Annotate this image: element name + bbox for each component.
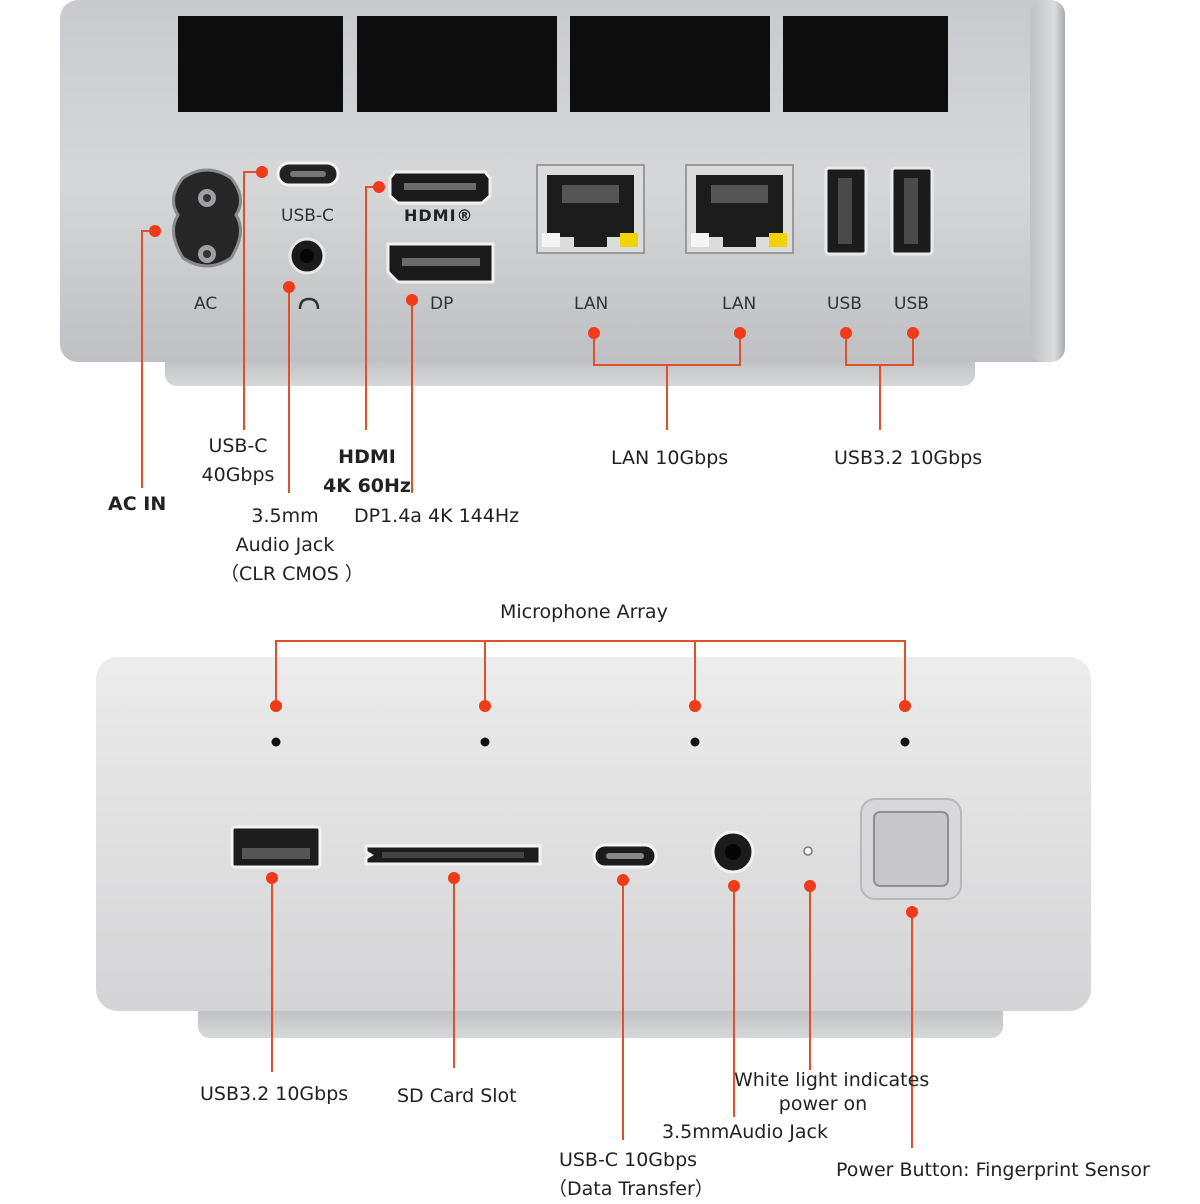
microphone-array-callout: Microphone Array — [500, 601, 668, 623]
front-panel — [96, 657, 1091, 1038]
lan-port-2-icon — [685, 164, 794, 254]
vent-4 — [783, 16, 948, 112]
lan-port-2-label: LAN — [722, 294, 757, 314]
lan-10gbps-callout: LAN 10Gbps — [611, 447, 729, 469]
usb-a-port-2-icon — [890, 166, 934, 256]
lan-port-1-label: LAN — [574, 294, 609, 314]
front-usb-a-icon — [230, 825, 322, 869]
rear-callout-dots — [149, 166, 919, 339]
lan-port-1-icon — [536, 164, 645, 254]
ventilation-grille — [178, 16, 948, 112]
sd-card-slot-icon — [364, 844, 542, 866]
rear-callout-lines — [141, 171, 914, 493]
front-chassis — [96, 657, 1091, 1011]
front-callout-lines — [271, 640, 913, 1148]
ac-in-callout: AC IN — [108, 493, 167, 515]
usb32-rear-callout: USB3.2 10Gbps — [834, 447, 983, 469]
front-callout-dots — [266, 700, 918, 918]
usb-port-1-label: USB — [827, 294, 862, 314]
ac-inlet-icon — [172, 168, 242, 268]
usb32-front-callout: USB3.2 10Gbps — [200, 1083, 349, 1105]
sd-card-slot-callout: SD Card Slot — [397, 1085, 517, 1107]
usb-c-40gbps-callout: USB-C 40Gbps — [201, 435, 275, 486]
hdmi-callout: HDMI 4K 60Hz — [323, 446, 411, 497]
audio-jack-callout: 3.5mm Audio Jack （CLR CMOS ） — [220, 505, 364, 585]
hdmi-logo-label: HDMI® — [404, 206, 474, 225]
fingerprint-power-button-icon — [860, 798, 962, 900]
rear-chassis-edge — [1030, 0, 1065, 362]
dp-port-label: DP — [430, 294, 454, 314]
usb-port-2-label: USB — [894, 294, 929, 314]
dp-callout: DP1.4a 4K 144Hz — [354, 505, 520, 527]
vent-2 — [357, 16, 557, 112]
rear-usb-c-port-label: USB-C — [281, 206, 334, 226]
fingerprint-power-callout: Power Button: Fingerprint Sensor — [836, 1159, 1150, 1181]
vent-1 — [178, 16, 343, 112]
vent-3 — [570, 16, 770, 112]
front-audio-jack-callout: 3.5mmAudio Jack — [662, 1121, 828, 1143]
usb-a-port-1-icon — [824, 166, 868, 256]
power-led-icon — [803, 846, 813, 856]
rear-panel — [60, 0, 1065, 386]
microphone-holes — [271, 737, 910, 747]
power-led-callout: White light indicates power on — [734, 1069, 930, 1115]
headphone-icon — [298, 297, 320, 310]
usb-c-data-callout: USB-C 10Gbps （Data Transfer） — [548, 1149, 714, 1200]
ac-port-label: AC — [194, 294, 218, 314]
